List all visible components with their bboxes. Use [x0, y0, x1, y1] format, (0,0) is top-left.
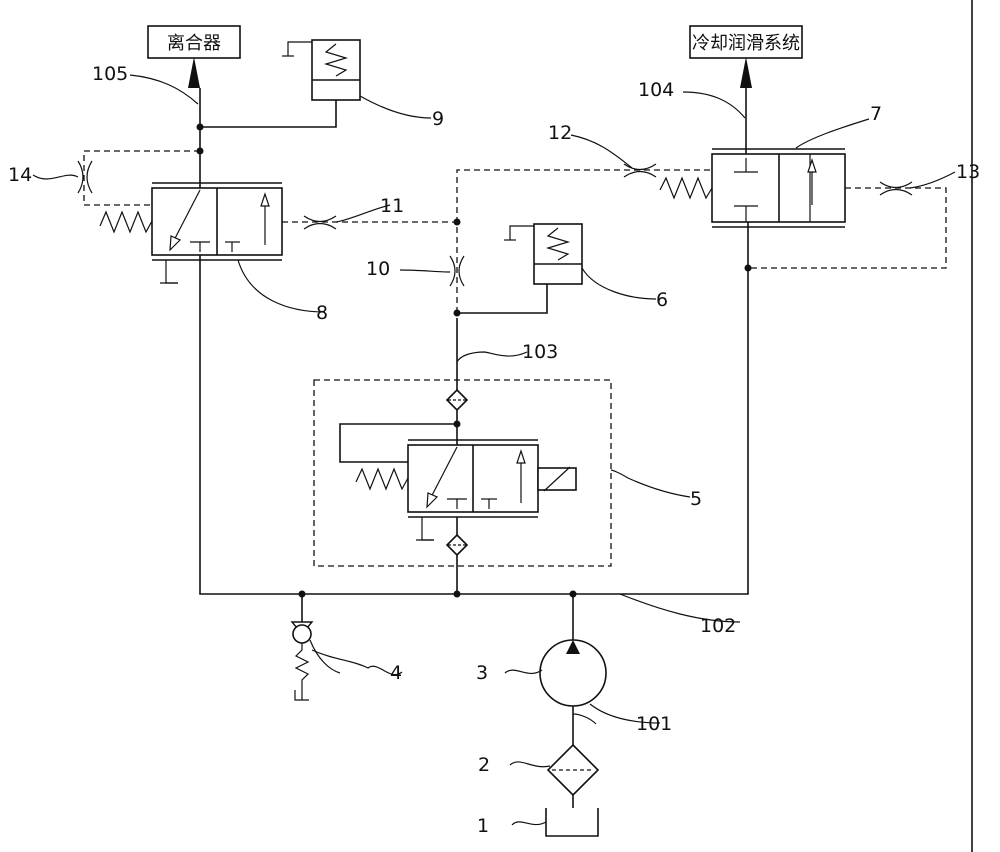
label-13: 13	[956, 161, 980, 183]
orifice-12	[623, 163, 657, 178]
clutch-output: 离合器	[147, 25, 241, 88]
label-105: 105	[92, 63, 128, 85]
clutch-arrow	[188, 57, 200, 88]
label-3: 3	[476, 662, 488, 684]
label-9: 9	[432, 108, 444, 130]
main-lines	[199, 88, 749, 808]
valve-5	[313, 379, 612, 567]
orifice-13	[879, 181, 913, 196]
valve-7	[659, 148, 846, 228]
filter-2	[546, 743, 600, 797]
cooling-label: 冷却润滑系统	[692, 33, 800, 54]
cooling-output: 冷却润滑系统	[689, 25, 803, 88]
label-102: 102	[700, 615, 736, 637]
label-5: 5	[690, 488, 702, 510]
label-4: 4	[390, 662, 402, 684]
label-12: 12	[548, 122, 572, 144]
orifice-11	[303, 215, 337, 230]
component-labels: 1 2 3 4 5 6 7 8 9 10 11 12 13 14 101 102…	[8, 63, 980, 837]
label-1: 1	[477, 815, 489, 837]
cooling-arrow	[740, 57, 752, 88]
valve-8	[99, 182, 283, 284]
clutch-label: 离合器	[167, 33, 221, 54]
accumulator-9	[282, 39, 361, 101]
label-7: 7	[870, 103, 882, 125]
leader-lines	[32, 74, 956, 826]
label-10: 10	[366, 258, 390, 280]
label-6: 6	[656, 289, 668, 311]
label-104: 104	[638, 79, 674, 101]
junction-dots	[196, 123, 752, 598]
orifice-10	[449, 255, 465, 287]
orifice-14	[77, 160, 93, 194]
check-valve-4	[290, 621, 314, 701]
label-14: 14	[8, 164, 32, 186]
label-2: 2	[478, 754, 490, 776]
label-11: 11	[380, 195, 404, 217]
tank-1	[545, 808, 599, 837]
accumulator-6	[504, 223, 583, 285]
label-101: 101	[636, 713, 672, 735]
cooling-box	[689, 25, 803, 59]
label-103: 103	[522, 341, 558, 363]
label-8: 8	[316, 302, 328, 324]
pump-3	[539, 639, 607, 707]
